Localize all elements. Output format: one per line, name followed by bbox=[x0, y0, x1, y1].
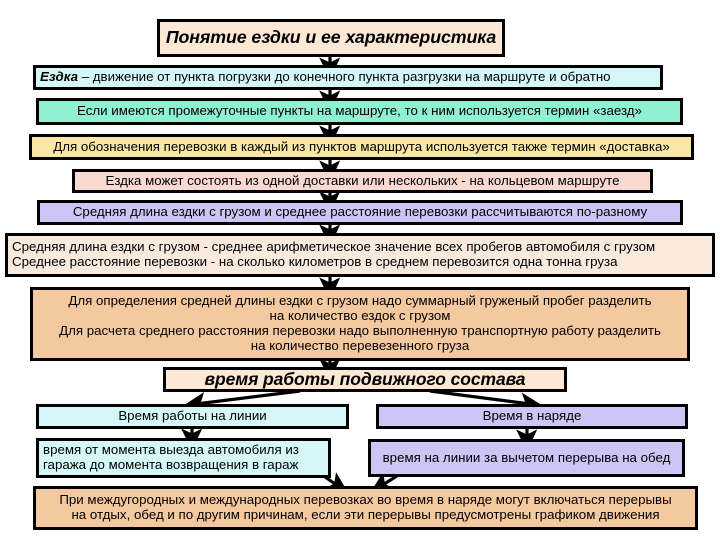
node-ezdka-definition-text: Ездка – движение от пункта погрузки до к… bbox=[40, 69, 611, 85]
node-formulas-line-1: Для определения средней длины ездки с гр… bbox=[68, 293, 652, 309]
node-koltsevoy[interactable]: Ездка может состоять из одной доставки и… bbox=[72, 169, 653, 193]
node-ezdka-definition[interactable]: Ездка – движение от пункта погрузки до к… bbox=[33, 65, 663, 90]
node-ezdka-rest: – движение от пункта погрузки до конечно… bbox=[78, 69, 611, 85]
node-koltsevoy-text: Ездка может состоять из одной доставки и… bbox=[105, 172, 620, 188]
node-vremya-na-linii-text: Время работы на линии bbox=[118, 408, 267, 424]
node-po-raznomu[interactable]: Средняя длина ездки с грузом и среднее р… bbox=[37, 200, 683, 225]
node-vremya-raboty-text: время работы подвижного состава bbox=[204, 368, 526, 389]
node-formulas-line-3: Для расчета среднего расстояния перевозк… bbox=[59, 323, 661, 338]
node-garage-definition-line-1: время от момента выезда автомобиля из bbox=[43, 442, 299, 458]
arrow-vremya-to-linii bbox=[183, 389, 301, 413]
node-mezhdugorodnye-perevozki[interactable]: При междугородных и международных перево… bbox=[33, 486, 698, 530]
node-vremya-v-naryade-text: Время в наряде bbox=[482, 408, 582, 424]
node-ezdka-lead: Ездка bbox=[40, 69, 78, 85]
node-garage-definition[interactable]: время от момента выезда автомобиля из га… bbox=[36, 438, 331, 478]
node-mezhdugorodnye-line-2: на отдых, обед и по другим причинам, есл… bbox=[71, 507, 660, 522]
node-formulas-line-4: на количество перевезенного груза bbox=[250, 337, 470, 353]
node-definitions[interactable]: Средняя длина ездки с грузом - среднее а… bbox=[5, 233, 715, 277]
node-mezhdugorodnye-line-1: При междугородных и международных перево… bbox=[59, 492, 672, 508]
node-definitions-line-1: Средняя длина ездки с грузом - среднее а… bbox=[12, 239, 656, 255]
node-vremya-v-naryade[interactable]: Время в наряде bbox=[376, 404, 688, 429]
node-obed-definition[interactable]: время на линии за вычетом перерыва на об… bbox=[368, 439, 685, 477]
node-formulas-line-2: на количество ездок с грузом bbox=[269, 308, 451, 324]
node-vremya-na-linii[interactable]: Время работы на линии bbox=[36, 404, 349, 429]
node-zaezd[interactable]: Если имеются промежуточные пункты на мар… bbox=[36, 98, 683, 125]
node-vremya-raboty-podvizhnogo-sostava[interactable]: время работы подвижного состава bbox=[163, 367, 567, 392]
node-title[interactable]: Понятие ездки и ее характеристика bbox=[157, 19, 505, 57]
node-dostavka-text: Для обозначения перевозки в каждый из пу… bbox=[53, 138, 670, 154]
node-definitions-line-2: Среднее расстояние перевозки - на скольк… bbox=[12, 254, 618, 269]
node-garage-definition-line-2: гаража до момента возвращения в гараж bbox=[43, 457, 299, 472]
node-zaezd-text: Если имеются промежуточные пункты на мар… bbox=[77, 103, 642, 119]
node-formulas[interactable]: Для определения средней длины ездки с гр… bbox=[30, 287, 690, 361]
node-title-text: Понятие ездки и ее характеристика bbox=[165, 27, 497, 48]
node-po-raznomu-text: Средняя длина ездки с грузом и среднее р… bbox=[72, 204, 648, 220]
node-obed-definition-text: время на линии за вычетом перерыва на об… bbox=[382, 449, 671, 465]
node-dostavka[interactable]: Для обозначения перевозки в каждый из пу… bbox=[29, 134, 694, 160]
arrow-vremya-to-naryade bbox=[429, 389, 543, 414]
